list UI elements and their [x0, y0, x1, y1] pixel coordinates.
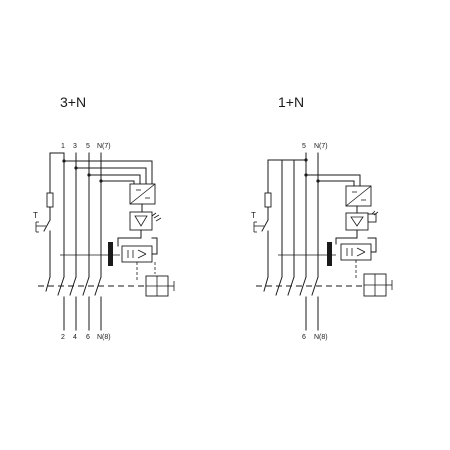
main-contacts-3pn [45, 269, 102, 331]
current-transformer-core [327, 242, 332, 266]
indicator-icon [367, 213, 377, 223]
terminal-bottom-4: 4 [73, 334, 77, 341]
diagram-1pn: 1+N 5 N(7) 6 N(8) [251, 94, 393, 341]
indicator-icon [151, 212, 162, 222]
module-supply-wires-1pn [304, 173, 361, 187]
test-button-label: T [251, 211, 256, 220]
test-button-label: T [33, 211, 38, 220]
diagram-title-1pn: 1+N [278, 94, 304, 110]
diagram-title-3pn: 3+N [60, 94, 86, 110]
current-transformer-core [108, 242, 113, 266]
terminal-top-3: 3 [73, 143, 77, 150]
terminal-top-n7: N(7) [314, 143, 328, 150]
terminal-bottom-6: 6 [86, 334, 90, 341]
conductors-top-3pn [63, 152, 102, 271]
terminal-bottom-n8: N(8) [314, 334, 328, 341]
terminal-top-5: 5 [86, 143, 90, 150]
test-circuit-3pn: T [33, 152, 65, 271]
diagram-3pn: 3+N 1 3 5 N(7) 2 4 6 N(8) [33, 94, 175, 341]
conductors-top-1pn [281, 152, 319, 271]
terminal-top-1: 1 [61, 143, 65, 150]
test-resistor [46, 192, 54, 208]
terminal-bottom-6: 6 [302, 334, 306, 341]
terminal-bottom-n8: N(8) [97, 334, 111, 341]
main-contacts-1pn [263, 269, 319, 331]
terminal-top-n7: N(7) [97, 143, 111, 150]
terminal-top-5: 5 [302, 143, 306, 150]
trip-relay [121, 245, 153, 263]
trip-relay [340, 243, 372, 261]
test-circuit-1pn: T [251, 159, 283, 271]
terminal-bottom-2: 2 [61, 334, 65, 341]
amplifier-module [345, 212, 369, 231]
test-resistor [264, 192, 272, 208]
amplifier-module [129, 211, 153, 231]
module-supply-wires-3pn [62, 159, 153, 185]
